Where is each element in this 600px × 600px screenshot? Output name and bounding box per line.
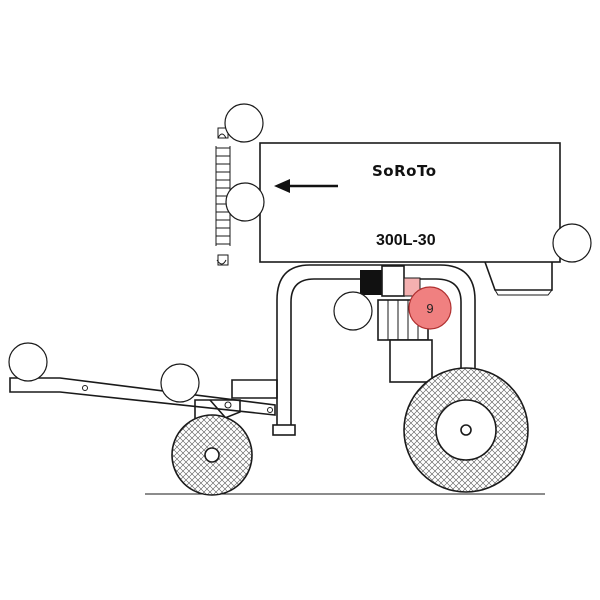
direction-arrow — [274, 179, 338, 193]
callout-circle-hitch — [8, 342, 48, 382]
callout-circle-motor — [333, 291, 373, 331]
callout-circle-top — [224, 103, 264, 143]
callout-circle-towbar — [160, 363, 200, 403]
model-label: 300L-30 — [376, 232, 436, 249]
callout-number-9: 9 — [426, 301, 433, 316]
callout-circle-right — [552, 223, 592, 263]
front-wheel — [171, 399, 253, 496]
brand-label: SoRoTo — [372, 162, 437, 180]
callout-circle-spring — [225, 182, 265, 222]
callout-circle-9[interactable] — [408, 286, 452, 330]
rear-wheel — [403, 367, 529, 493]
tow-bar — [9, 377, 278, 421]
